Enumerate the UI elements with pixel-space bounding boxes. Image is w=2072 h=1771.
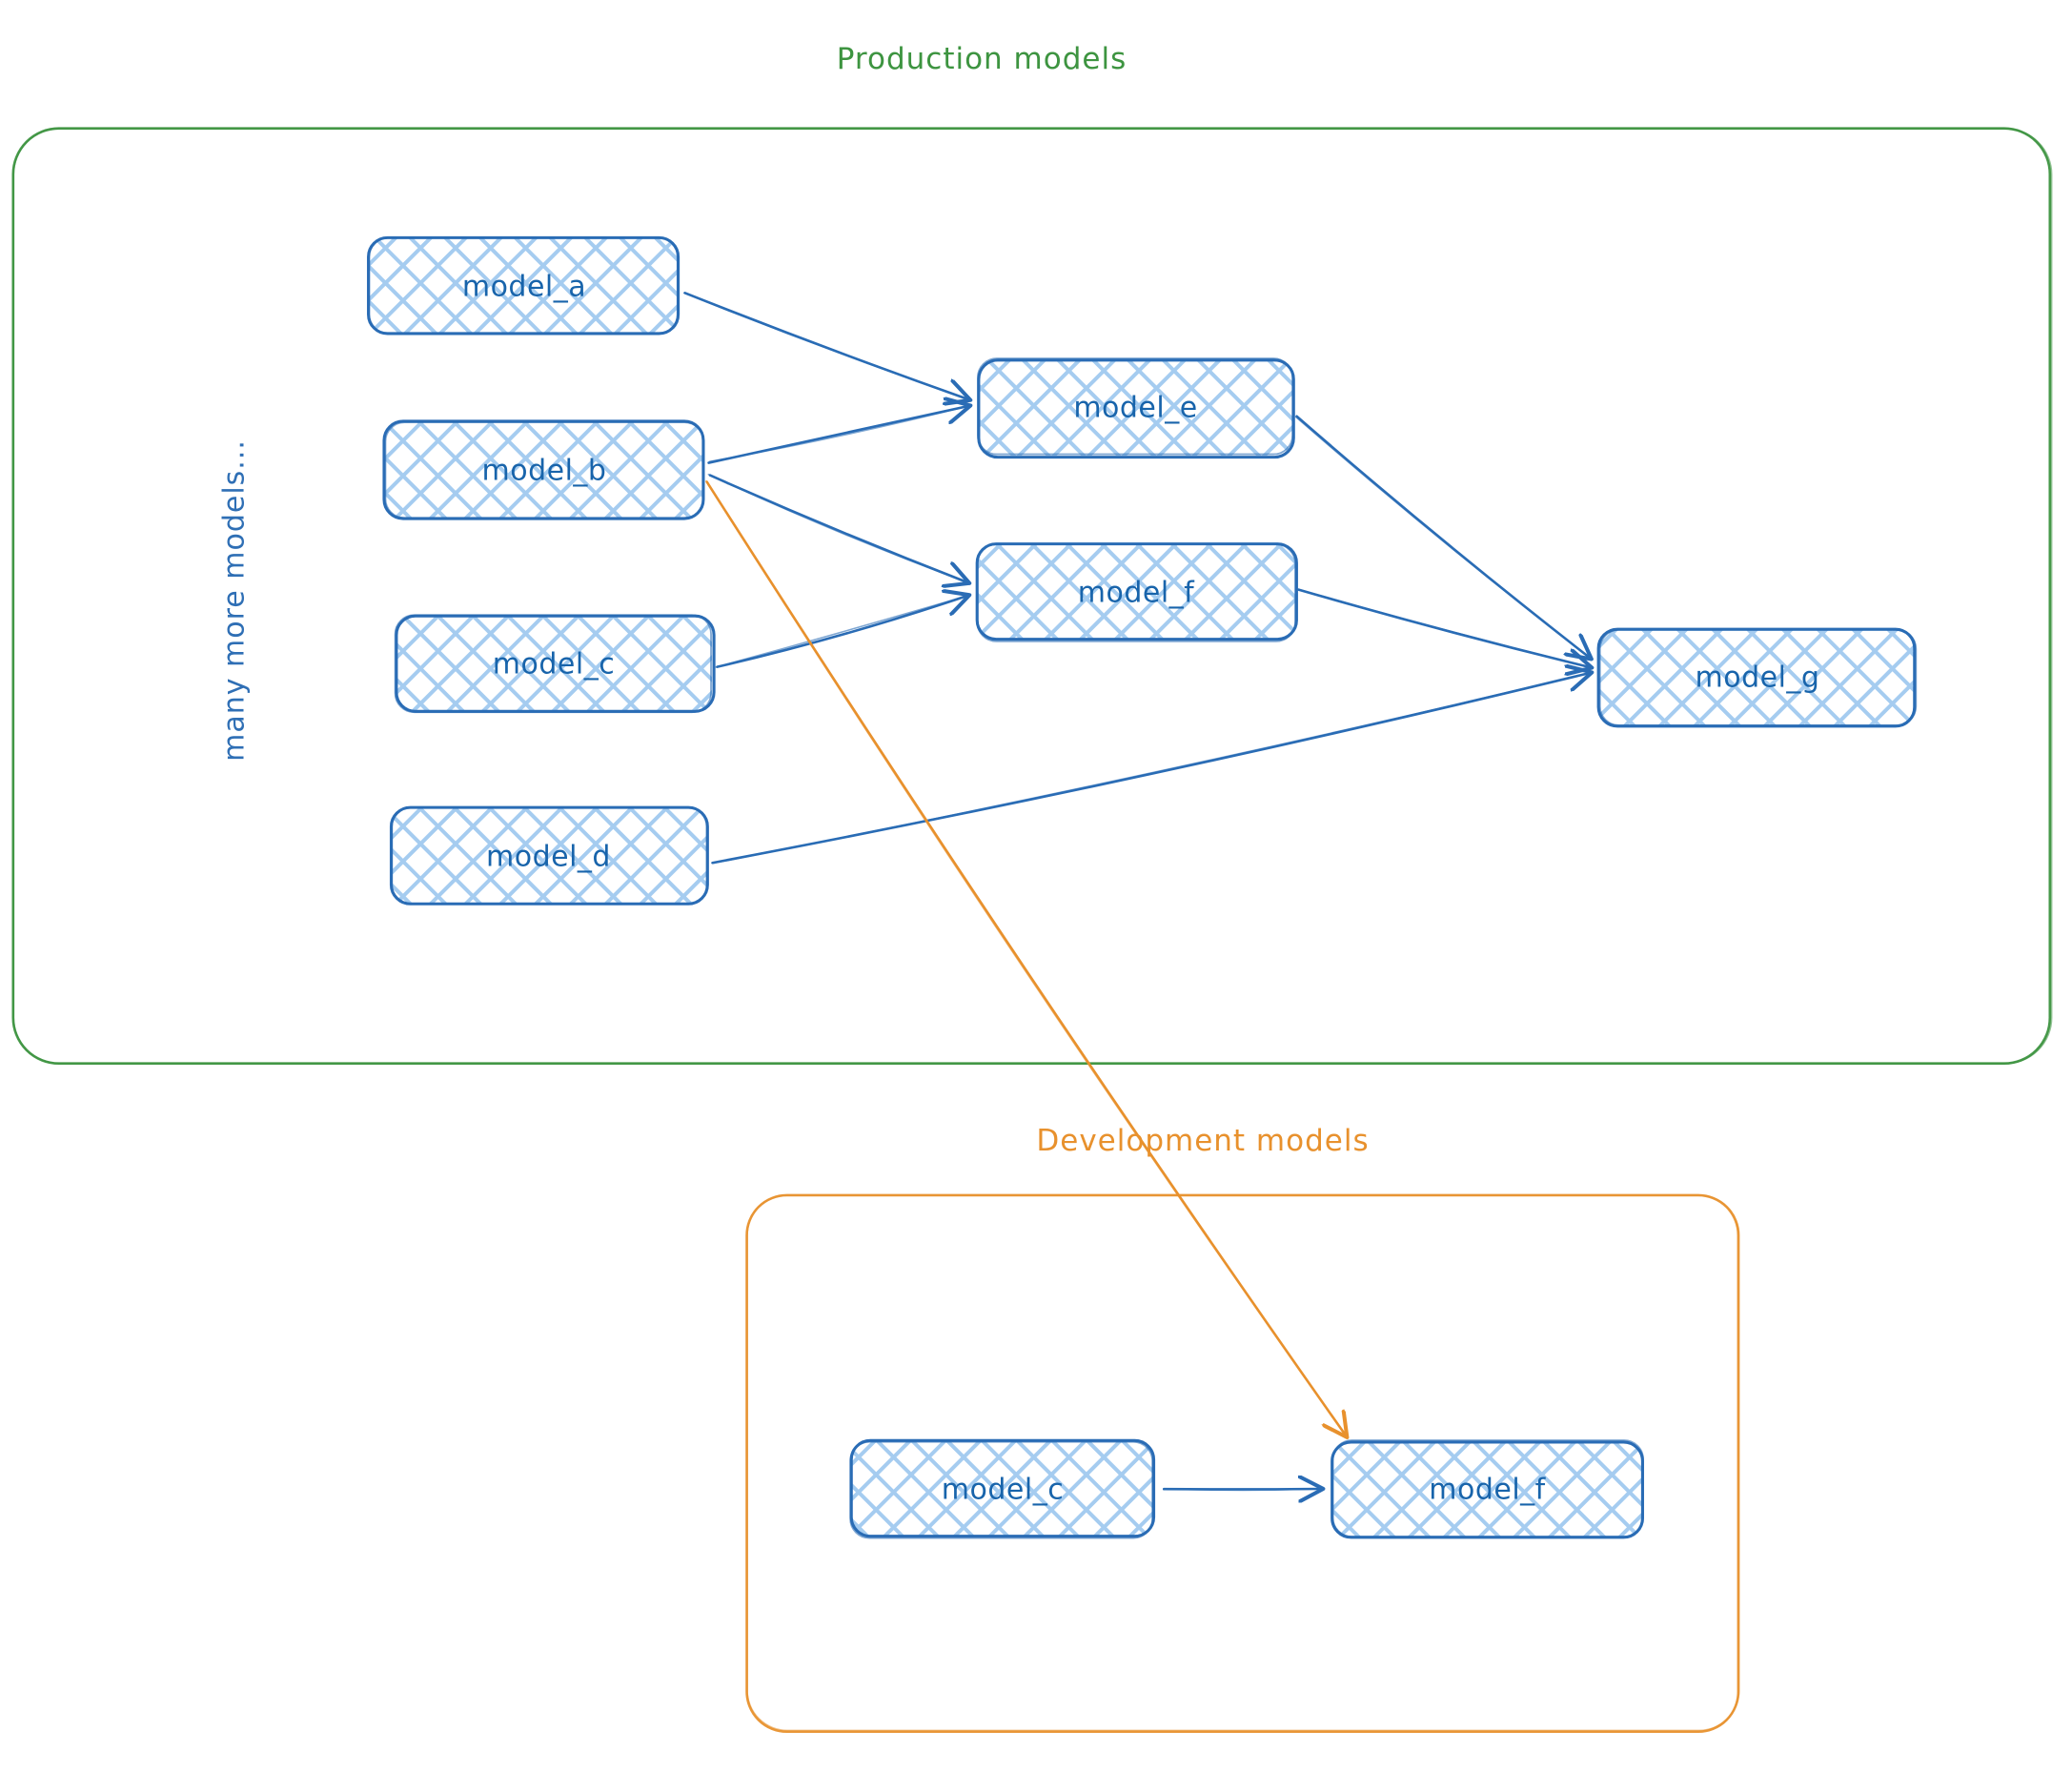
node-shapes <box>369 237 1917 1537</box>
edge-d-to-g[interactable] <box>713 673 1590 863</box>
node-fill-prod_model_g <box>1599 629 1916 725</box>
node-fill-prod_model_a <box>369 238 680 335</box>
node-fill-prod_model_b <box>385 422 703 519</box>
edge-d-to-g[interactable] <box>713 673 1590 864</box>
node-fill-prod_model_d <box>391 808 706 905</box>
edge-a-to-e[interactable] <box>685 293 968 399</box>
node-fill-dev_model_f <box>1332 1441 1642 1537</box>
edge-f-to-g[interactable] <box>1298 589 1590 667</box>
node-fill-prod_model_e <box>978 359 1293 456</box>
edge-b-to-f[interactable] <box>710 476 967 582</box>
edge-e-to-g[interactable] <box>1297 417 1590 658</box>
node-fill-prod_model_f <box>977 544 1295 641</box>
node-fill-dev_model_c <box>851 1441 1154 1537</box>
node-fill-prod_model_c <box>396 616 712 712</box>
edge-c-to-f[interactable] <box>716 596 967 667</box>
edge-group <box>684 293 1590 1490</box>
